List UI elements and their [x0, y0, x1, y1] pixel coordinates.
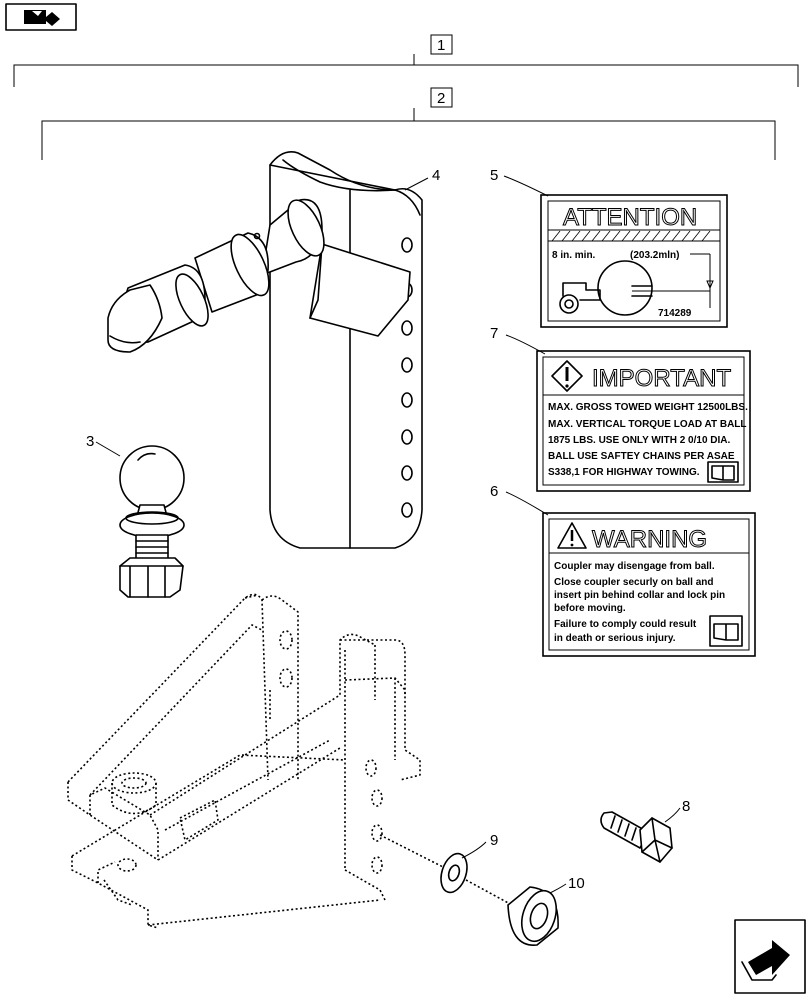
decal-warning-line-6: in death or serious injury.	[554, 633, 676, 644]
decal-warning-line-3: insert pin behind collar and lock pin	[554, 590, 725, 601]
decal-warning-line-5: Failure to comply could result	[554, 619, 697, 630]
next-page-icon[interactable]	[734, 919, 806, 994]
callout-6: 6	[490, 483, 498, 500]
decal-important-line-1: MAX. GROSS TOWED WEIGHT 12500LBS.	[548, 402, 748, 413]
decal-warning-line-4: before moving.	[554, 603, 626, 614]
decal-warning-line-2: Close coupler securly on ball and	[554, 577, 714, 588]
callout-2: 2	[437, 90, 445, 107]
assembly-bracket-1	[13, 34, 799, 87]
decal-attention	[540, 194, 728, 328]
callout-10: 10	[568, 875, 585, 892]
callout-5: 5	[490, 167, 498, 184]
spacer-bushing	[465, 879, 559, 946]
callout-8: 8	[682, 798, 690, 815]
assembly-bracket-2	[41, 87, 776, 160]
decal-important-line-5: S338,1 FOR HIGHWAY TOWING.	[548, 467, 700, 478]
callout-7: 7	[490, 325, 498, 342]
decal-important-heading: IMPORTANT	[592, 365, 731, 392]
decal-attention-distance: 8 in. min.	[552, 250, 596, 261]
hitch-ball	[119, 445, 185, 598]
mounting-frame	[67, 593, 421, 929]
drawbar-assembly	[107, 151, 423, 549]
decal-warning-line-1: Coupler may disengage from ball.	[554, 561, 715, 572]
previous-page-icon[interactable]	[5, 3, 77, 31]
washer	[379, 834, 468, 894]
callout-1: 1	[437, 37, 445, 54]
bolt	[600, 811, 673, 863]
decal-attention-heading: ATTENTION	[563, 204, 697, 231]
decal-warning-heading: WARNING	[592, 526, 707, 553]
callout-4: 4	[432, 167, 440, 184]
callout-3: 3	[86, 433, 94, 450]
decal-important	[536, 350, 751, 492]
decal-important-line-2: MAX. VERTICAL TORQUE LOAD AT BALL	[548, 419, 747, 430]
decal-warning	[542, 512, 756, 657]
decal-important-line-4: BALL USE SAFTEY CHAINS PER ASAE	[548, 451, 735, 462]
callout-9: 9	[490, 832, 498, 849]
decal-important-line-3: 1875 LBS. USE ONLY WITH 2 0/10 DIA.	[548, 435, 731, 446]
decal-attention-part-number: 714289	[658, 308, 692, 319]
decal-attention-metric: (203.2mln)	[630, 250, 679, 261]
